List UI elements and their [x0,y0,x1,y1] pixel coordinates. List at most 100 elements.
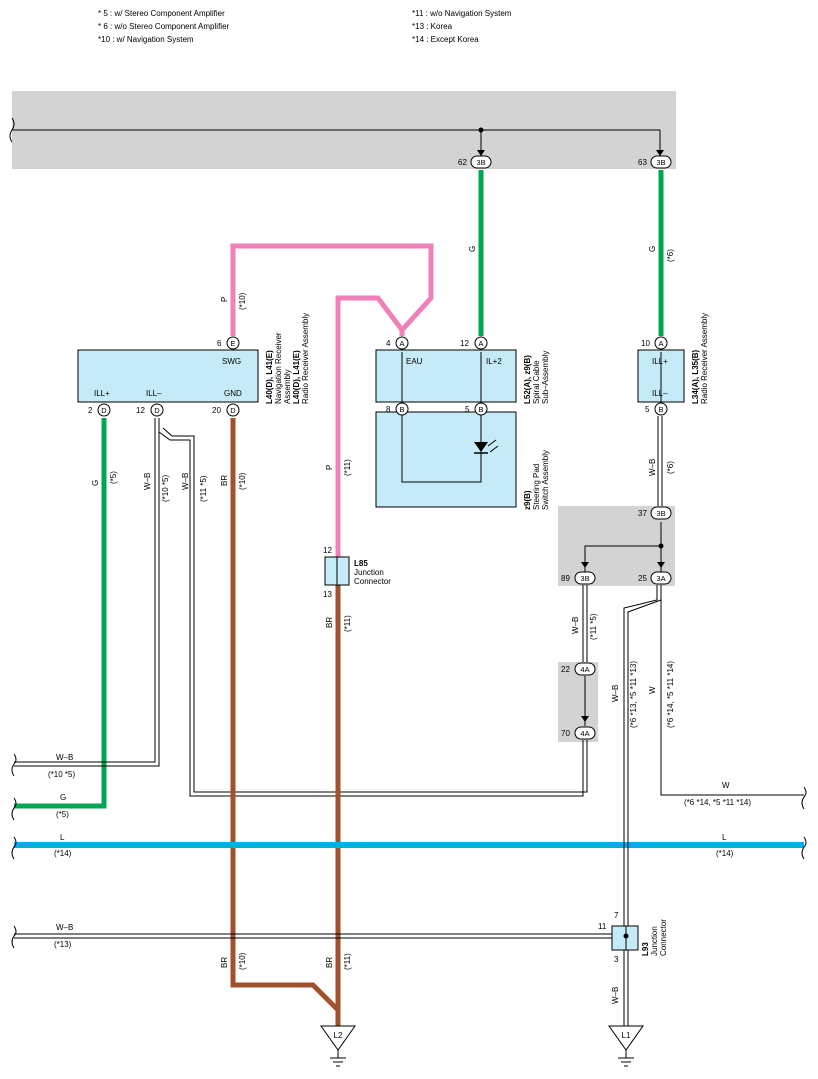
terminal-d20: D 20 [212,403,240,417]
svg-text:BR: BR [325,617,334,628]
connector-4a-70: 4A 70 [561,726,596,740]
svg-text:A: A [478,339,483,348]
svg-text:Spiral Cable: Spiral Cable [532,360,541,404]
svg-text:W–B: W–B [181,473,190,490]
svg-text:(*11 *5): (*11 *5) [199,475,208,502]
svg-text:W–B: W–B [56,753,73,762]
svg-text:P: P [220,297,229,302]
svg-text:P: P [325,465,334,470]
svg-text:A: A [399,339,404,348]
svg-text:(*5): (*5) [109,471,118,484]
notes-block: * 5 : w/ Stereo Component Amplifier * 6 … [98,9,512,44]
l93-label: L93 Junction Connector [641,919,668,956]
pin-radio-illp: ILL+ [652,357,668,366]
svg-text:(*10 *5): (*10 *5) [48,770,75,779]
svg-text:70: 70 [561,729,570,738]
svg-text:4A: 4A [580,665,589,674]
pin-eau: EAU [406,357,423,366]
ground-l2: L2 [320,1025,356,1067]
svg-text:6: 6 [217,339,222,348]
svg-text:BR: BR [220,957,229,968]
l93-pin-7: 7 [614,911,619,920]
svg-text:2: 2 [88,406,93,415]
svg-text:25: 25 [638,574,647,583]
svg-text:8: 8 [386,405,391,414]
svg-text:(*6): (*6) [666,461,675,474]
connector-3b-37: 3B 37 [638,506,672,520]
wire-w [660,585,804,796]
svg-text:(*10): (*10) [238,952,247,970]
svg-text:Switch Assembly: Switch Assembly [541,450,550,510]
svg-text:G: G [91,480,100,486]
svg-text:W–B: W–B [56,923,73,932]
steering-component-label: z9(B) Steering Pad Switch Assembly [523,450,550,510]
wire-wb-4a [158,427,588,797]
svg-text:(*11): (*11) [343,953,352,970]
svg-text:(*14): (*14) [54,849,72,858]
svg-text:D: D [154,406,160,415]
svg-text:W: W [648,686,657,694]
svg-text:B: B [658,405,663,414]
svg-text:A: A [658,339,663,348]
svg-text:Junction: Junction [650,926,659,956]
ground-l1: L1 [608,1025,644,1067]
svg-text:(*6 *14, *5 *11 *14): (*6 *14, *5 *11 *14) [684,798,751,807]
terminal-b8: B 8 [386,402,409,416]
svg-text:L85: L85 [354,559,368,568]
note-11: *11 : w/o Navigation System [412,9,512,18]
l93-pin-3: 3 [614,955,619,964]
svg-text:L40(D), L41(E): L40(D), L41(E) [292,350,301,404]
svg-text:(*11): (*11) [343,459,352,476]
break-marks-left [11,753,807,949]
svg-text:(*14): (*14) [716,849,734,858]
svg-text:63: 63 [638,158,647,167]
svg-text:z9(B): z9(B) [523,490,532,510]
svg-text:89: 89 [561,574,570,583]
svg-text:(*10): (*10) [238,292,247,310]
connector-3b-89: 3B 89 [561,571,596,585]
svg-text:(*11 *5): (*11 *5) [589,613,598,640]
svg-text:(*6): (*6) [666,249,675,262]
wire-p-l85 [335,295,405,557]
terminal-b5-radio: B 5 [645,402,668,416]
pin-illp: ILL+ [94,389,110,398]
l85-pin-12: 12 [323,546,332,555]
pin-illm: ILL– [146,389,162,398]
note-10: *10 : w/ Navigation System [98,35,194,44]
svg-text:D: D [101,406,107,415]
pin-gnd: GND [224,389,242,398]
svg-text:12: 12 [460,339,469,348]
wire-g-illp [14,418,107,809]
svg-text:(*5): (*5) [56,810,69,819]
svg-text:L40(D), L41(E): L40(D), L41(E) [265,350,274,404]
svg-text:B: B [478,405,483,414]
wire-labels-vertical: G G (*6) P (*10) G (*5) W–B (*10 *5) W–B… [91,246,675,1004]
svg-text:L52(A), z9(B): L52(A), z9(B) [523,355,532,404]
svg-text:W–B: W–B [571,617,580,634]
wire-br-gnd [230,418,341,1026]
note-6: * 6 : w/o Stereo Component Amplifier [98,22,230,31]
svg-text:G: G [60,793,66,802]
note-13: *13 : Korea [412,22,453,31]
svg-text:4A: 4A [580,729,589,738]
svg-text:3B: 3B [656,158,665,167]
svg-text:22: 22 [561,665,570,674]
svg-text:Sub–Assembly: Sub–Assembly [541,351,550,404]
svg-text:D: D [230,406,236,415]
svg-text:BR: BR [220,475,229,486]
svg-text:Steering Pad: Steering Pad [532,464,541,510]
l85-label: L85 Junction Connector [354,559,391,586]
svg-text:Connector: Connector [659,919,668,956]
svg-text:3B: 3B [656,509,665,518]
svg-text:20: 20 [212,406,221,415]
svg-text:Assembly: Assembly [283,369,292,404]
svg-text:(*6 *14, *5 *11 *14): (*6 *14, *5 *11 *14) [666,661,675,728]
wire-wb-l93 [623,585,662,928]
svg-text:12: 12 [136,406,145,415]
terminal-a12: A 12 [460,336,488,350]
pin-swg: SWG [222,357,241,366]
radio-component-label: L34(A), L35(B) Radio Receiver Assembly [691,313,709,404]
terminal-e6: E 6 [217,336,240,350]
spiral-component-label: L52(A), z9(B) Spiral Cable Sub–Assembly [523,351,550,404]
